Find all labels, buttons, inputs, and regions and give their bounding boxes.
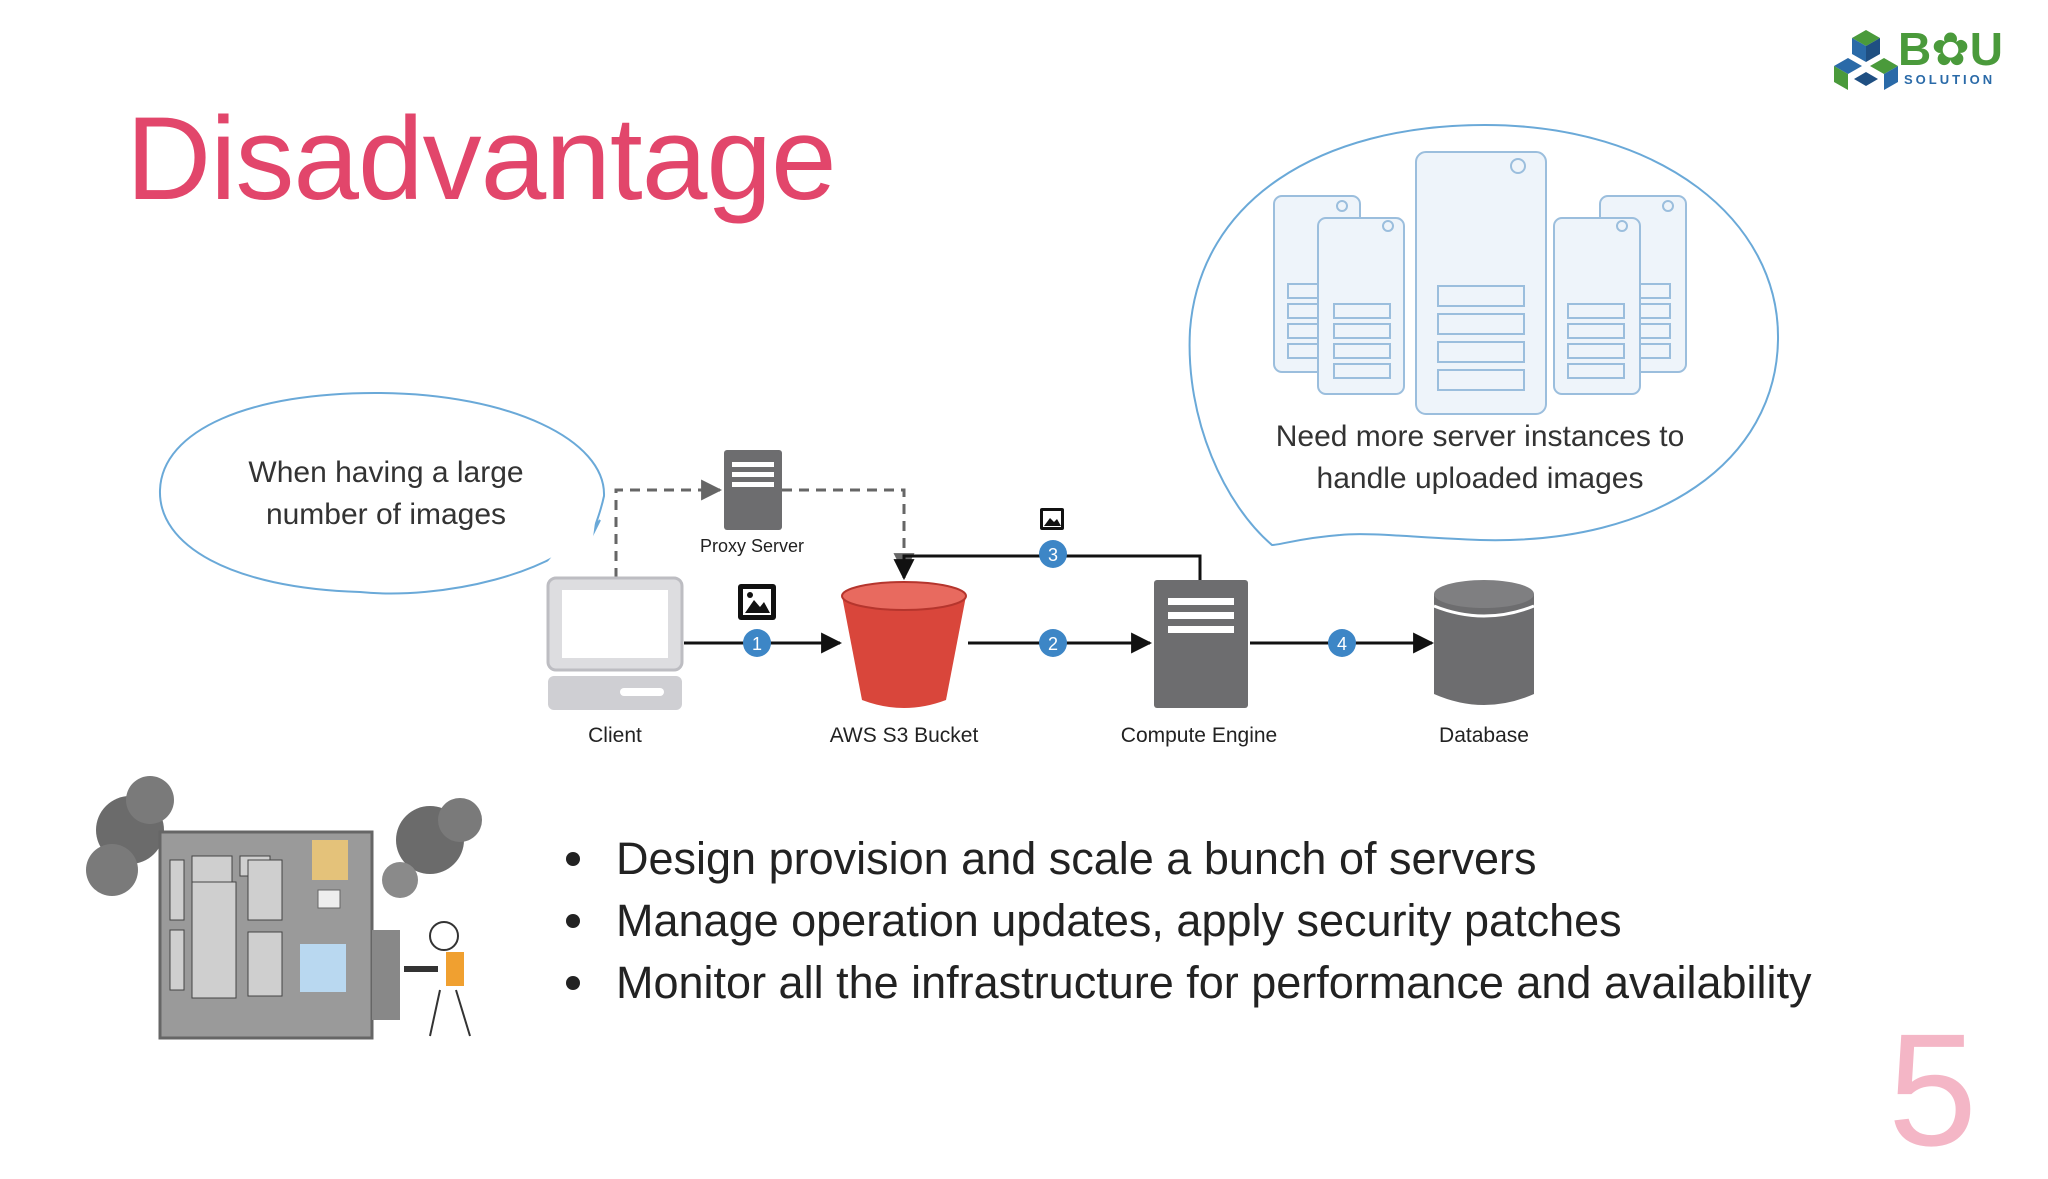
bullet-text: Monitor all the infrastructure for perfo… [616,957,1812,1008]
proxy-path-in [614,479,723,578]
step-number-3: 3 [1048,545,1058,565]
bullet-dot-icon [566,914,580,928]
step-badge-4 [1328,629,1356,657]
bullet-item: Manage operation updates, apply security… [552,890,1812,952]
database-icon [1433,580,1535,705]
bullet-list: Design provision and scale a bunch of se… [552,828,1812,1014]
proxy-server-icon [724,450,782,530]
left-bubble-line-2: number of images [265,498,507,531]
logo-cubes-icon [1834,30,1898,90]
left-bubble-line-1: When having a large [248,456,524,489]
right-speech-bubble [1188,123,1780,547]
right-bubble-text: Need more server instances to handle upl… [1230,416,1730,500]
client-computer-icon [546,576,684,710]
server-room-illustration [86,776,482,1040]
logo-subtitle: SOLUTION [1904,72,1996,87]
step-number-4: 4 [1337,634,1347,654]
right-bubble-line-1: Need more server instances to [1275,420,1685,453]
step-badge-3 [1039,540,1067,568]
bullet-item: Monitor all the infrastructure for perfo… [552,952,1812,1014]
step-number-2: 2 [1048,634,1058,654]
bullet-text: Design provision and scale a bunch of se… [616,833,1537,884]
compute-engine-label: Compute Engine [1120,724,1278,747]
client-label: Client [588,724,642,747]
page-number: 5 [1888,1000,1977,1179]
step-number-1: 1 [752,634,762,654]
proxy-path-out [782,488,915,575]
step-badge-2 [1039,629,1067,657]
bullet-text: Manage operation updates, apply security… [616,895,1622,946]
bullet-dot-icon [566,852,580,866]
compute-engine-icon [1154,580,1248,708]
company-logo [1834,22,2014,102]
architecture-diagram: 1 2 3 4 [86,123,1780,1040]
bullet-item: Design provision and scale a bunch of se… [552,828,1812,890]
left-speech-bubble [158,391,606,595]
bullet-dot-icon [566,976,580,990]
step-badge-1 [743,629,771,657]
slide-title: Disadvantage [126,93,837,225]
image-icon-step3 [1040,508,1064,530]
left-bubble-text: When having a large number of images [196,452,576,536]
logo-wordmark: B✿U [1898,23,2003,75]
s3-bucket-label: AWS S3 Bucket [829,724,979,747]
image-icon-step1 [738,584,776,620]
right-bubble-line-2: handle uploaded images [1316,462,1644,495]
database-label: Database [1439,724,1529,747]
s3-bucket-icon [841,581,967,708]
proxy-server-label: Proxy Server [699,536,805,556]
